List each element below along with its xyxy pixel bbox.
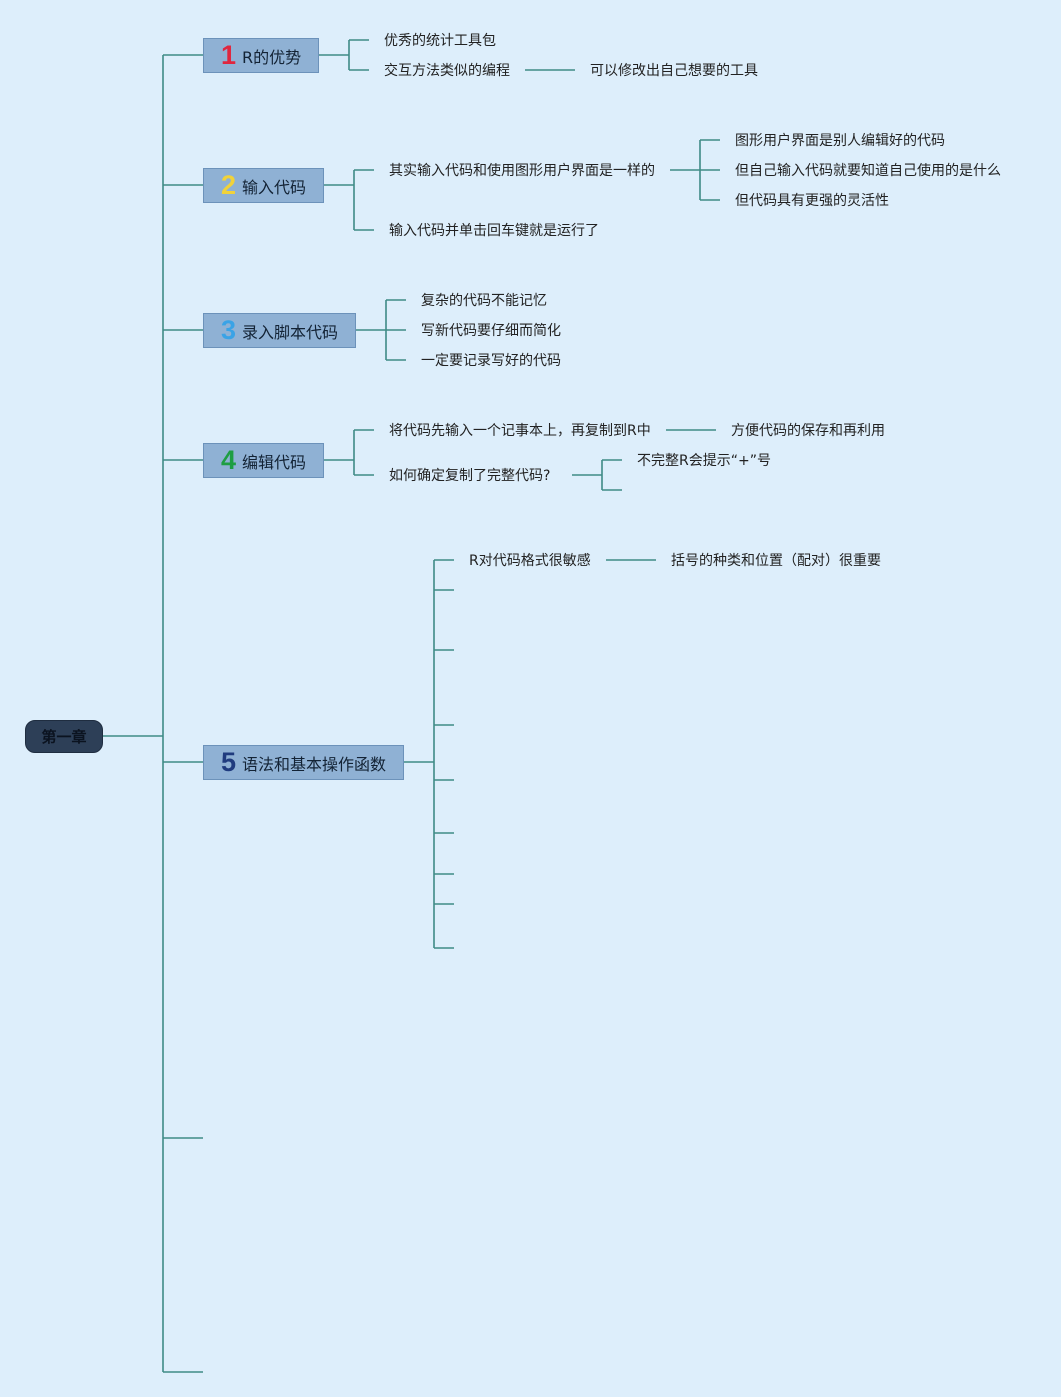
leaf-1-1[interactable]: 优秀的统计工具包 [384,33,496,49]
leaf-2-1-3[interactable]: 但代码具有更强的灵活性 [735,193,889,209]
leaf-4-2-1[interactable]: 不完整R会提示“+”号 [637,453,771,469]
branch-label-5: 语法和基本操作函数 [242,754,387,774]
leaf-3-3[interactable]: 一定要记录写好的代码 [421,353,561,369]
branch-label-1: R的优势 [242,47,302,67]
number-badge-5: 5 [221,747,237,777]
leaf-1-2[interactable]: 交互方法类似的编程 [384,63,510,79]
leaf-2-2[interactable]: 输入代码并单击回车键就是运行了 [389,223,599,239]
leaf-3-2[interactable]: 写新代码要仔细而简化 [421,323,561,339]
leaf-2-1[interactable]: 其实输入代码和使用图形用户界面是一样的 [389,163,655,179]
leaf-5-1-1[interactable]: 括号的种类和位置（配对）很重要 [671,553,881,569]
leaf-4-1-1[interactable]: 方便代码的保存和再利用 [731,423,885,439]
branch-label-3: 录入脚本代码 [242,322,339,342]
number-badge-4: 4 [221,445,237,475]
number-badge-3: 3 [221,315,237,345]
root-node-chapter-1[interactable]: 第一章 [25,720,103,753]
branch-node-4[interactable]: 4 编辑代码 [203,443,324,478]
branch-label-4: 编辑代码 [242,452,307,472]
leaf-4-2[interactable]: 如何确定复制了完整代码? [389,468,551,484]
leaf-1-2-1[interactable]: 可以修改出自己想要的工具 [590,63,758,79]
leaf-5-1[interactable]: R对代码格式很敏感 [469,553,591,569]
leaf-2-1-1[interactable]: 图形用户界面是别人编辑好的代码 [735,133,945,149]
number-badge-1: 1 [221,40,237,70]
leaf-3-1[interactable]: 复杂的代码不能记忆 [421,293,547,309]
number-badge-2: 2 [221,170,237,200]
branch-node-5[interactable]: 5 语法和基本操作函数 [203,745,404,780]
branch-node-1[interactable]: 1 R的优势 [203,38,319,73]
branch-node-3[interactable]: 3 录入脚本代码 [203,313,356,348]
leaf-2-1-2[interactable]: 但自己输入代码就要知道自己使用的是什么 [735,163,1001,179]
branch-label-2: 输入代码 [242,177,307,197]
leaf-4-1[interactable]: 将代码先输入一个记事本上，再复制到R中 [389,423,651,439]
branch-node-2[interactable]: 2 输入代码 [203,168,324,203]
